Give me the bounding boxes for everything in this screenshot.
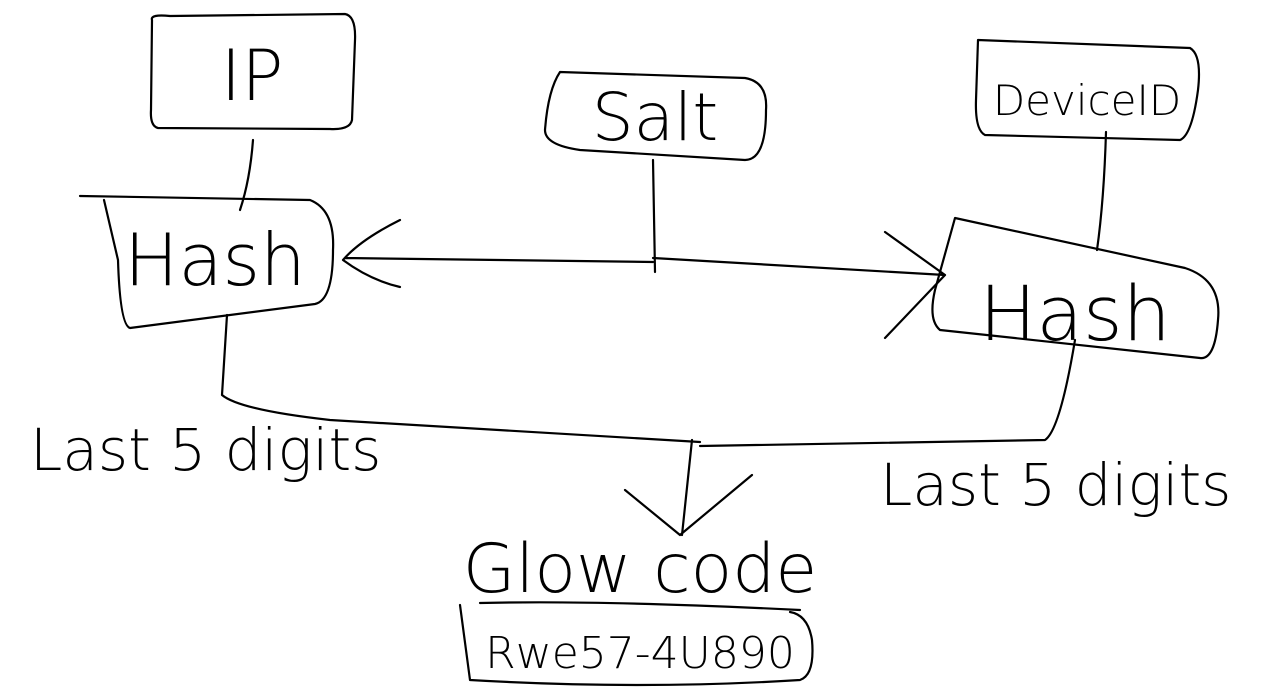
glow-code-underline xyxy=(478,601,802,612)
hash-left-node: Hash xyxy=(78,194,335,330)
ip-label: IP xyxy=(221,35,284,117)
device-id-node: DeviceID xyxy=(974,38,1201,142)
right-hash-down-line xyxy=(698,338,1077,448)
device-id-label: DeviceID xyxy=(993,76,1181,125)
device-to-hash-line xyxy=(1095,130,1108,252)
salt-label: Salt xyxy=(592,79,719,156)
hash-left-label: Hash xyxy=(124,218,305,302)
ip-to-hash-line xyxy=(238,138,255,212)
left-hash-down-line xyxy=(220,313,702,444)
merge-arrow xyxy=(623,438,754,537)
salt-to-left-arrow xyxy=(341,218,655,289)
salt-node: Salt xyxy=(543,70,768,162)
ip-node: IP xyxy=(149,12,357,131)
glow-code-value: Rwe57-4U890 xyxy=(485,628,795,679)
left-edge-label: Last 5 digits xyxy=(30,416,381,484)
salt-to-right-arrow xyxy=(651,230,947,340)
connectors xyxy=(220,130,1108,612)
glow-code-title: Glow code xyxy=(463,530,817,609)
salt-down-line xyxy=(651,158,657,274)
right-edge-label: Last 5 digits xyxy=(880,451,1231,519)
glow-code-node: Glow code Rwe57-4U890 xyxy=(458,530,817,687)
hash-right-node: Hash xyxy=(931,216,1220,360)
